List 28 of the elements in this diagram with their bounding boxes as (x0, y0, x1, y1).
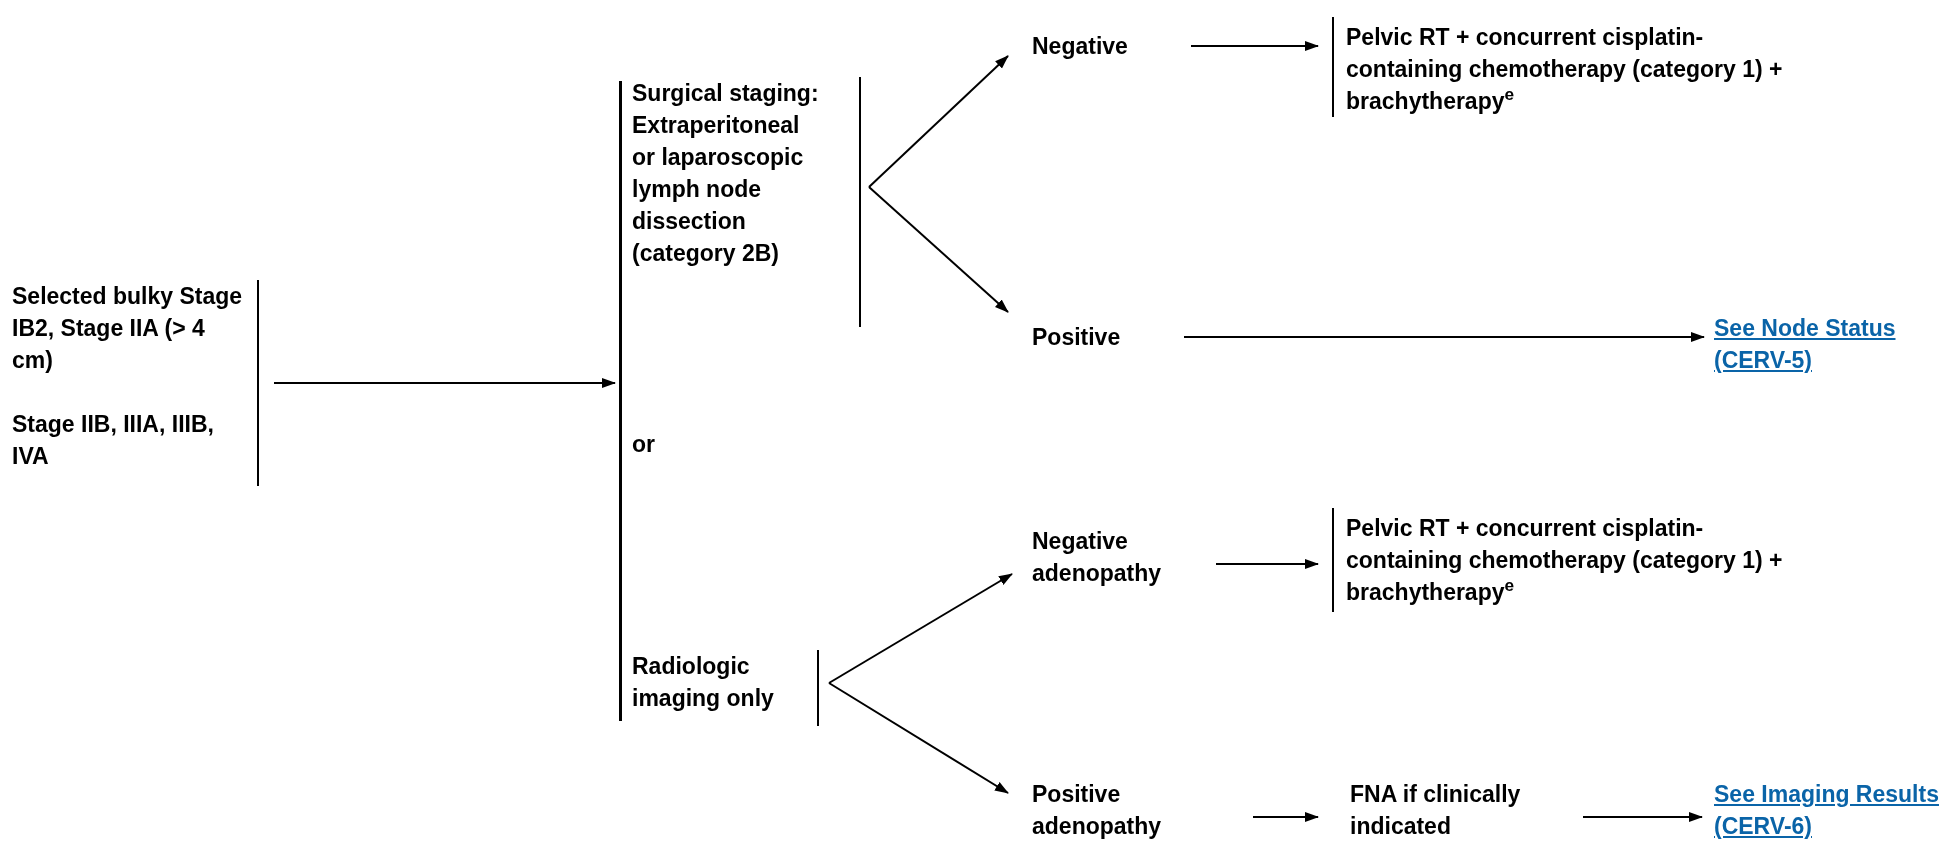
step-text: Pelvic RT + concurrent cisplatin-containing chemotherapy (category 1) + brachytherapy$^{e}$ (1346, 514, 1784, 607)
bracket-box (632, 650, 819, 726)
connector-word: or (632, 430, 655, 459)
step-text: Surgical staging: Extraperitoneal or laparoscopic lymph node dissection (category 2B) (632, 79, 820, 268)
arrow (1252, 812, 1319, 822)
outcome-text: Positive (1012, 321, 1182, 355)
arrow (273, 378, 616, 388)
outcome-text: Negative (1012, 30, 1182, 64)
cross-reference-link: See Imaging Results (CERV-6) (1714, 778, 1949, 848)
arrow (1183, 332, 1705, 342)
arrow (828, 573, 1013, 684)
arrow (868, 186, 1009, 313)
arrow (1215, 559, 1319, 569)
arrow (1190, 41, 1319, 51)
outcome-text: Positive adenopathy (1012, 778, 1232, 848)
outcome-text: FNA if clinically indicated (1330, 778, 1575, 848)
bracket-box (632, 77, 861, 327)
step-text: Selected bulky Stage IB2, Stage IIA (> 4 cm) (12, 282, 244, 375)
bracket-box (12, 280, 259, 486)
arrow (868, 55, 1009, 188)
step-text: Pelvic RT + concurrent cisplatin-containing chemotherapy (category 1) + brachytherapy$^{e}$ (1346, 23, 1784, 116)
step-text: Radiologic imaging only (632, 652, 775, 713)
step-text: Stage IIB, IIIA, IIIB, IVA (12, 410, 215, 471)
outcome-text: Negative adenopathy (1012, 525, 1212, 595)
arrow (828, 682, 1009, 794)
bracket-bar (619, 81, 622, 721)
arrow (1582, 812, 1703, 822)
cross-reference-link: See Node Status (CERV-5) (1714, 312, 1949, 378)
